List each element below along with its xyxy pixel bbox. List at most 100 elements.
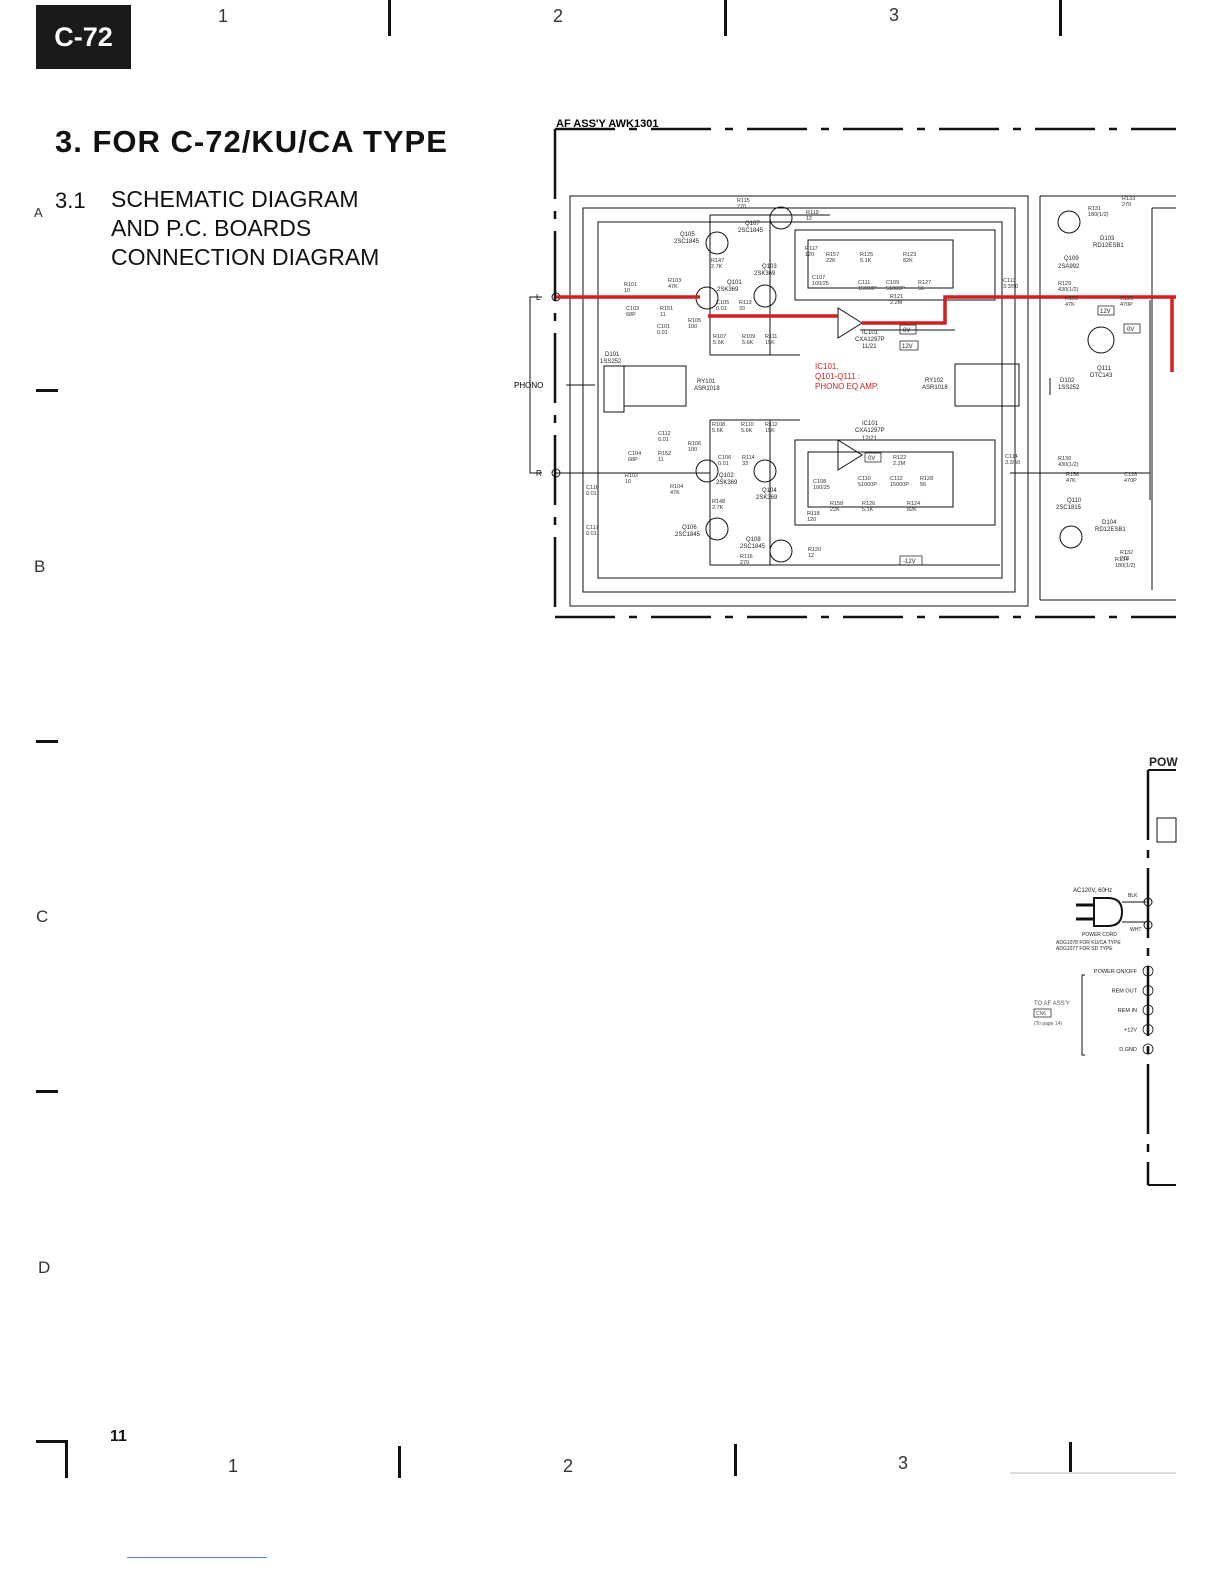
- comp-lower-val-r156: 47K: [1066, 478, 1076, 484]
- volt-box-2-text: 12V: [902, 344, 913, 350]
- comp-upper-ref-r147: R147: [711, 258, 724, 264]
- comp-upper-ref-r133: R133: [1122, 196, 1135, 202]
- power-pin-number-1: 1: [1146, 969, 1150, 975]
- comp-upper-val-c111: 15000P: [858, 286, 877, 292]
- crop-mark-bottom-h: [36, 1440, 68, 1443]
- assembly-label: AF ASS'Y AWK1301: [556, 118, 658, 130]
- comp-lower-ref-c116: C116: [586, 485, 599, 491]
- comp-lower-val-r152: 11: [658, 457, 664, 463]
- power-pin-name-2: REM OUT: [1112, 989, 1138, 995]
- comp-upper-ref-r125: R125: [860, 252, 873, 258]
- power-terminal-wht: [1143, 920, 1153, 930]
- comp-upper-ref-r115: R115: [737, 198, 750, 204]
- comp-lower-ref-r134: R134: [1115, 557, 1128, 563]
- comp-upper-ref-r123: R123: [903, 252, 916, 258]
- power-fuse: [1156, 817, 1177, 843]
- column-divider-top-2: [724, 0, 727, 36]
- comp-upper-ref-r155: R155: [1065, 296, 1078, 302]
- power-pin-number-5: 5: [1146, 1047, 1150, 1053]
- comp-lower-val-r158: 22K: [830, 507, 840, 513]
- q102-part: 2SK369: [716, 480, 738, 486]
- ic101a-ref: IC101: [862, 330, 879, 336]
- comp-upper-ref-c107: C107: [812, 275, 825, 281]
- power-pin-marker-2: [1142, 985, 1154, 996]
- comp-lower-val-r122: 2.2M: [893, 461, 906, 467]
- row-divider-1: [36, 389, 58, 392]
- bottom-edge-shade: [1010, 1472, 1176, 1474]
- volt-box-6-text: 0V: [1127, 327, 1134, 333]
- q105-part: 2SC1845: [674, 239, 700, 245]
- red-note-line1: IC101,: [815, 362, 839, 371]
- ic101b-part: CXA1297P: [855, 428, 885, 434]
- comp-lower-ref-r132: R132: [1120, 550, 1133, 556]
- column-label-2-top: 2: [553, 6, 564, 26]
- q110-part: 2SC1815: [1056, 505, 1082, 511]
- row-label-a: A: [34, 205, 43, 220]
- ry101-ref: RY101: [697, 379, 716, 385]
- comp-upper-ref-r109: R109: [742, 334, 755, 340]
- cord-part-1: ADG1078 FOR KU/CA TYPE: [1056, 940, 1121, 946]
- comp-upper-ref-r127: R127: [918, 280, 931, 286]
- power-terminal-blk: [1143, 897, 1153, 907]
- volt-box-1: [899, 324, 917, 335]
- comp-lower-val-c112: 15000P: [890, 482, 909, 488]
- comp-lower-val-r130: 430(1/2): [1058, 462, 1079, 468]
- comp-lower-val-r112: 15K: [765, 428, 775, 434]
- comp-lower-val-r126: 5.1K: [862, 507, 874, 513]
- comp-lower-ref-r120: R120: [808, 547, 821, 553]
- comp-upper-val-r105: 100: [688, 324, 697, 330]
- comp-upper-ref-c105: C105: [716, 300, 729, 306]
- power-pin-name-5: D.GND: [1119, 1047, 1137, 1053]
- comp-upper-ref-c109: C109: [886, 280, 899, 286]
- power-pin-name-3: REM IN: [1118, 1008, 1137, 1014]
- comp-upper-val-r111: 15K: [765, 340, 775, 346]
- comp-upper-val-r117: 120: [805, 252, 814, 258]
- comp-lower-val-r104: 47K: [670, 490, 680, 496]
- volt-box-5-text: 12V: [1100, 309, 1111, 315]
- comp-upper-val-r121: 2.2M: [890, 300, 903, 306]
- comp-upper-val-c125: 470P: [1120, 302, 1133, 308]
- ry102-part: ASR1018: [922, 385, 948, 391]
- bus-frame-inner: [597, 221, 1003, 579]
- column-label-3-bottom: 3: [898, 1453, 909, 1473]
- comp-lower-ref-r148: R148: [712, 499, 725, 505]
- comp-upper-ref-r101: R101: [624, 282, 637, 288]
- power-section-label: POW: [1149, 755, 1178, 769]
- ry101-part: ASR1018: [694, 386, 720, 392]
- comp-lower-val-r116: 270: [740, 560, 749, 566]
- column-label-1-top: 1: [218, 6, 229, 26]
- lower-opamp-symbol: [837, 439, 863, 471]
- comp-lower-ref-r158: R158: [830, 501, 843, 507]
- row-label-c: C: [36, 907, 49, 926]
- comp-lower-val-r148: 2.7K: [712, 505, 724, 511]
- transistor-q107: [769, 206, 793, 230]
- comp-upper-ref-r119: R119: [806, 210, 819, 216]
- crop-mark-bottom-v: [65, 1440, 68, 1478]
- lower-feedback-box: [794, 439, 996, 526]
- comp-upper-ref-r129: R129: [1058, 281, 1071, 287]
- power-pin-number-2: 2: [1146, 989, 1150, 995]
- column-divider-bottom-3: [1069, 1442, 1072, 1474]
- q106-part: 2SC1845: [675, 532, 701, 538]
- connector-box: [1033, 1008, 1052, 1018]
- comp-upper-ref-c111: C111: [858, 280, 870, 286]
- comp-lower-ref-r156: R156: [1066, 472, 1079, 478]
- comp-lower-ref-c126: C126: [1124, 472, 1137, 478]
- comp-lower-val-r128: 56: [920, 482, 926, 488]
- power-pin-number-4: 4: [1146, 1028, 1150, 1034]
- comp-lower-ref-c110: C110: [858, 476, 871, 482]
- comp-lower-ref-c112: C112: [658, 431, 671, 437]
- comp-lower-ref-c106: C106: [718, 455, 731, 461]
- comp-lower-ref-r122: R122: [893, 455, 906, 461]
- q104-ref: Q104: [762, 488, 777, 494]
- signal-path-output: [862, 295, 1176, 325]
- comp-upper-val-c101: 0.01: [657, 330, 668, 336]
- comp-upper-val-c109: 51000P: [886, 286, 905, 292]
- d103-ref: D103: [1100, 236, 1115, 242]
- comp-upper-val-c113: 3.3/50: [1003, 284, 1018, 290]
- comp-lower-val-r124: 82K: [907, 507, 917, 513]
- d103-part: RD12ESB1: [1093, 243, 1124, 249]
- comp-lower-ref-r126: R126: [862, 501, 875, 507]
- comp-lower-ref-r102: R102: [625, 473, 638, 479]
